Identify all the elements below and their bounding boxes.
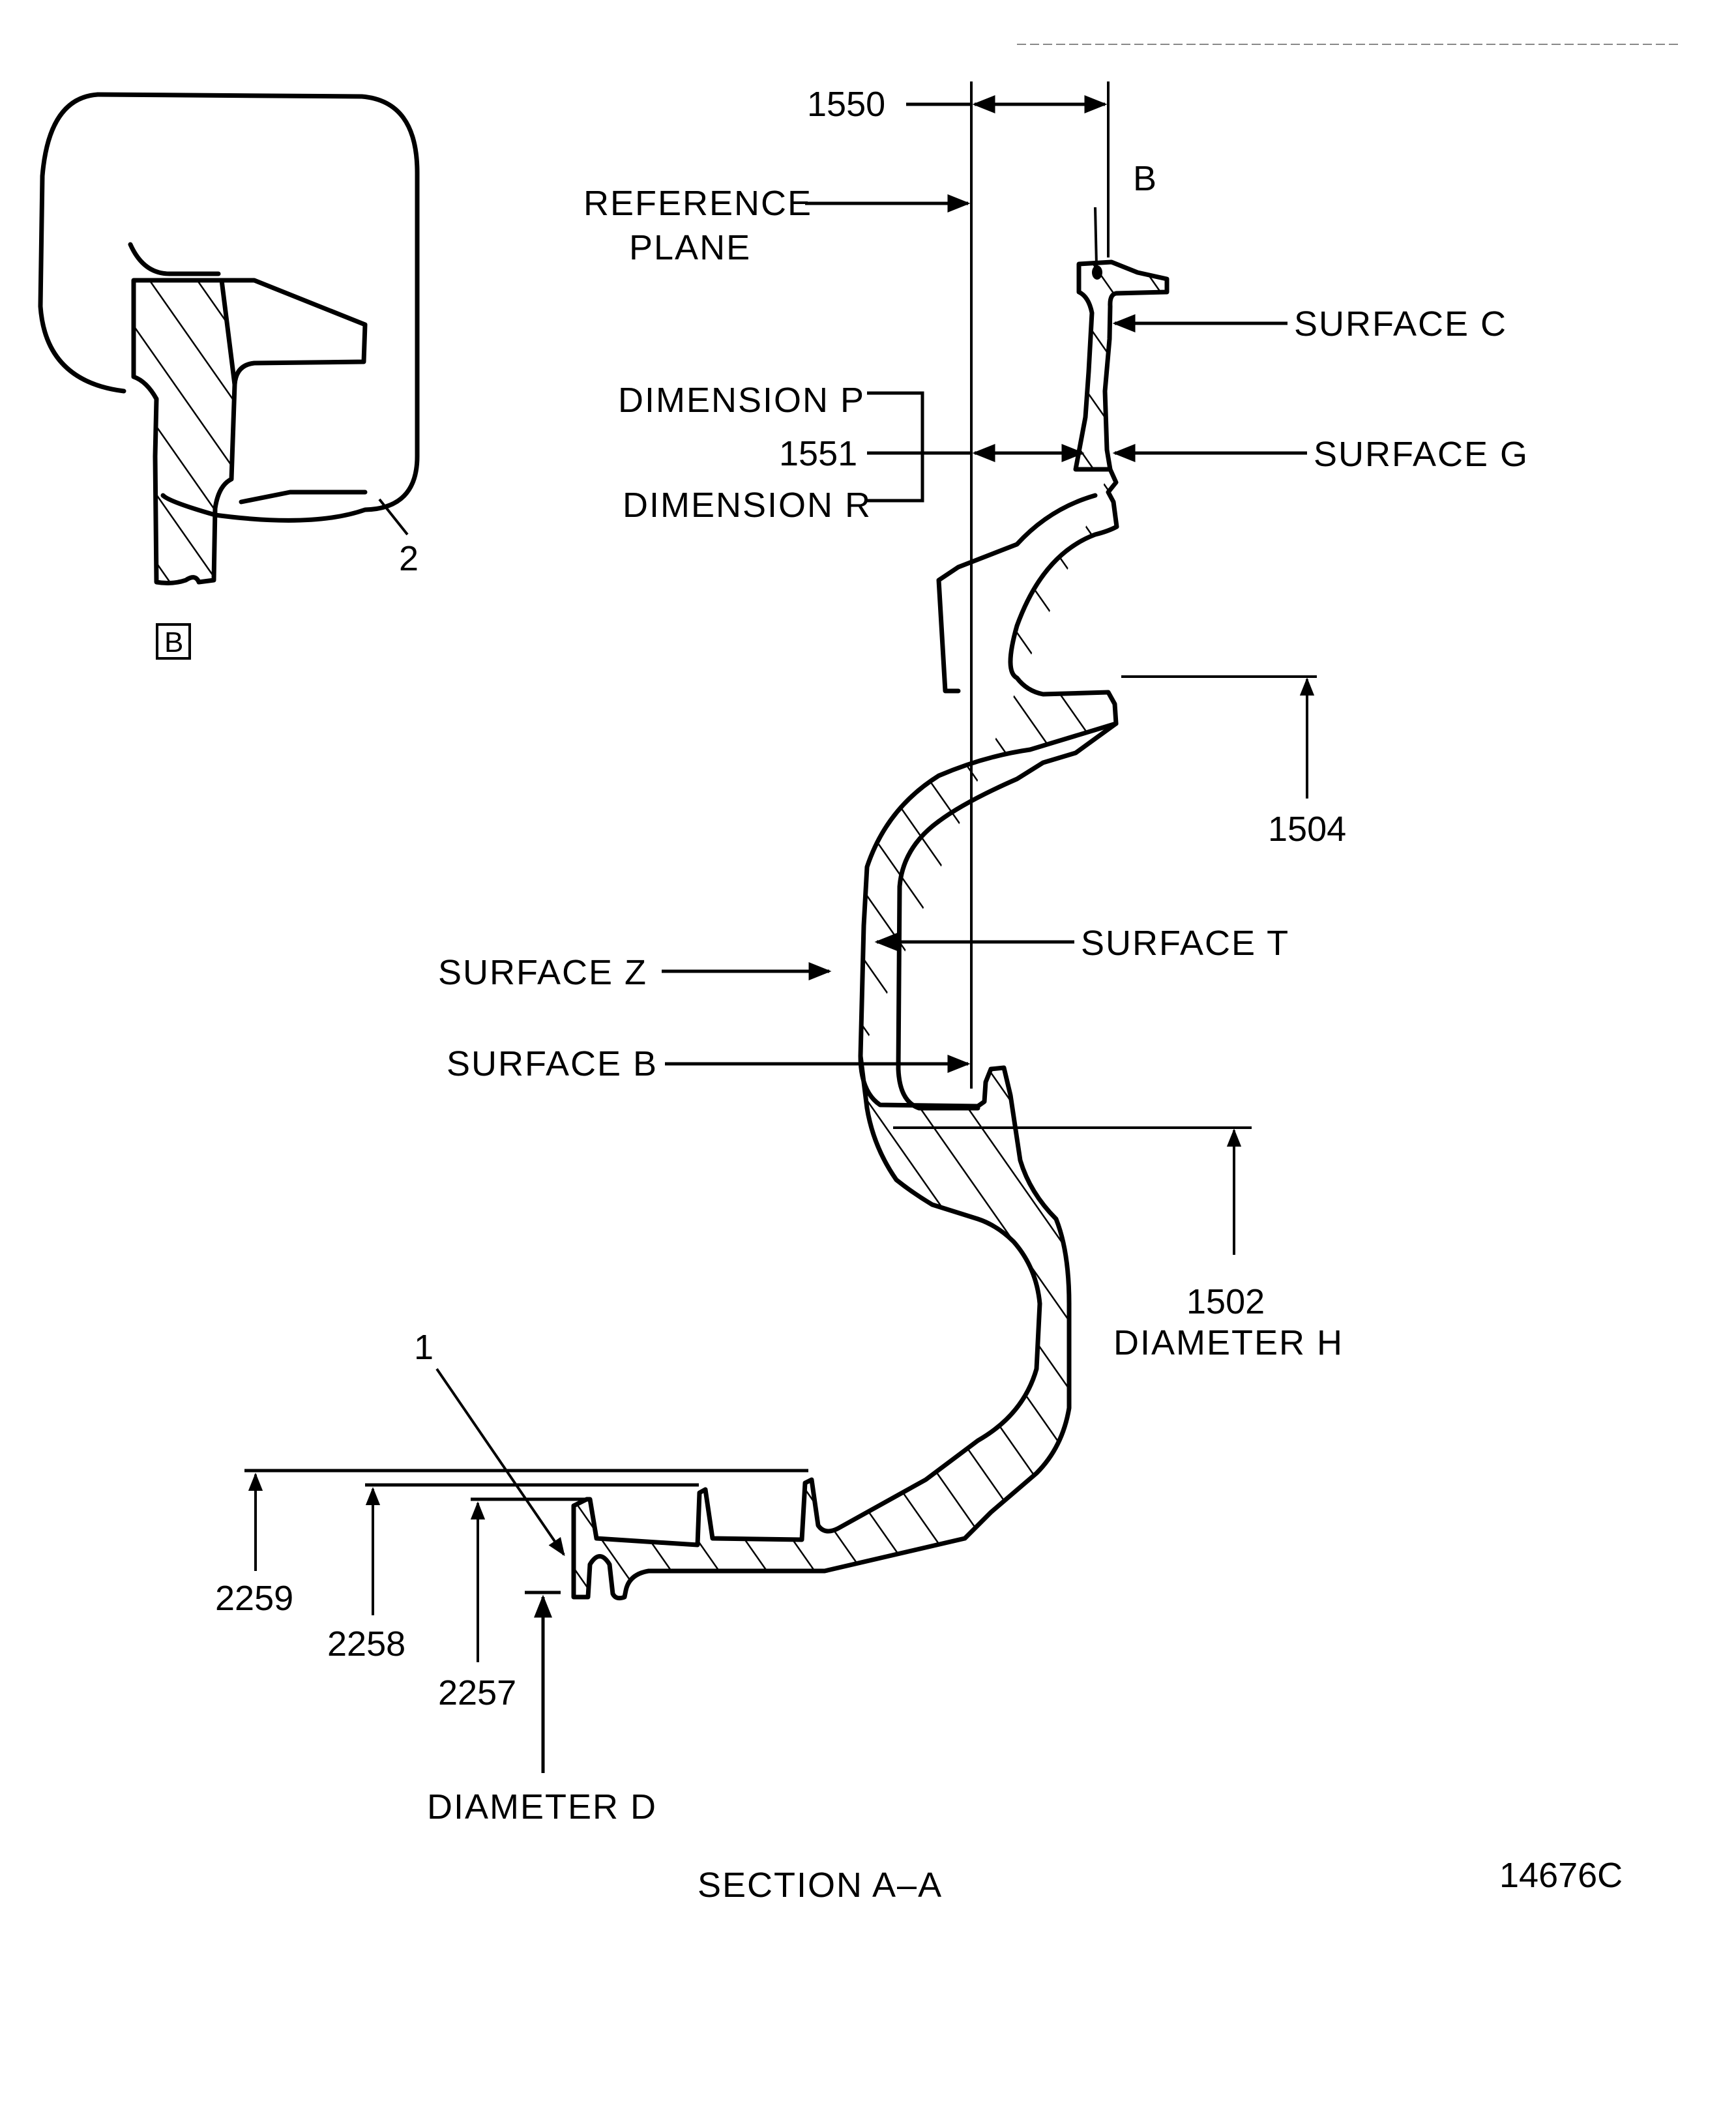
label-reference-plane-2: PLANE bbox=[629, 228, 751, 267]
rim-web bbox=[571, 467, 1119, 1601]
label-dimension-r: DIMENSION R bbox=[623, 486, 872, 525]
section-title: SECTION A–A bbox=[698, 1866, 943, 1905]
leader-detail-b bbox=[1094, 207, 1098, 267]
detail-b-tire-left bbox=[38, 92, 126, 394]
label-2257: 2257 bbox=[438, 1673, 516, 1712]
detail-b-flange bbox=[219, 278, 368, 387]
label-2259: 2259 bbox=[215, 1579, 293, 1618]
label-surface-t: SURFACE T bbox=[1081, 924, 1289, 963]
detail-b-rim-section bbox=[131, 278, 237, 585]
detail-b-view-label: B bbox=[164, 626, 183, 658]
label-dimension-p: DIMENSION P bbox=[618, 381, 865, 420]
label-surface-z: SURFACE Z bbox=[438, 953, 647, 992]
figure-id: 14676C bbox=[1499, 1856, 1623, 1895]
label-1551: 1551 bbox=[779, 434, 857, 473]
label-1504: 1504 bbox=[1268, 810, 1346, 849]
label-surface-c: SURFACE C bbox=[1294, 304, 1507, 344]
detail-b-view-box bbox=[156, 623, 191, 660]
wheel-cross-section: B bbox=[571, 159, 1170, 1601]
label-1550: 1550 bbox=[807, 85, 885, 124]
detail-b-view: 2 B bbox=[38, 92, 420, 660]
leader-callout-1 bbox=[435, 1368, 565, 1557]
label-reference-plane-1: REFERENCE bbox=[583, 184, 812, 223]
label-1502: 1502 bbox=[1186, 1282, 1265, 1321]
detail-b-leader-2 bbox=[378, 498, 409, 536]
label-detail-b: B bbox=[1133, 159, 1156, 198]
detail-b-seat-arrow bbox=[239, 490, 368, 505]
label-surface-b: SURFACE B bbox=[447, 1044, 658, 1083]
outer-flange bbox=[1073, 259, 1170, 472]
bracket-dimension-p-r bbox=[867, 391, 924, 503]
center-boss-upper bbox=[936, 493, 1098, 694]
label-diameter-h: DIAMETER H bbox=[1113, 1323, 1344, 1362]
label-2258: 2258 bbox=[327, 1624, 405, 1664]
label-surface-g: SURFACE G bbox=[1314, 435, 1529, 474]
hub-boss bbox=[936, 721, 1119, 824]
detail-b-callout-2: 2 bbox=[399, 539, 419, 578]
label-callout-1: 1 bbox=[414, 1328, 434, 1367]
detail-b-marker-dot bbox=[1092, 265, 1102, 280]
spoke-inner-wall bbox=[896, 819, 980, 1111]
label-diameter-d: DIAMETER D bbox=[427, 1787, 657, 1826]
